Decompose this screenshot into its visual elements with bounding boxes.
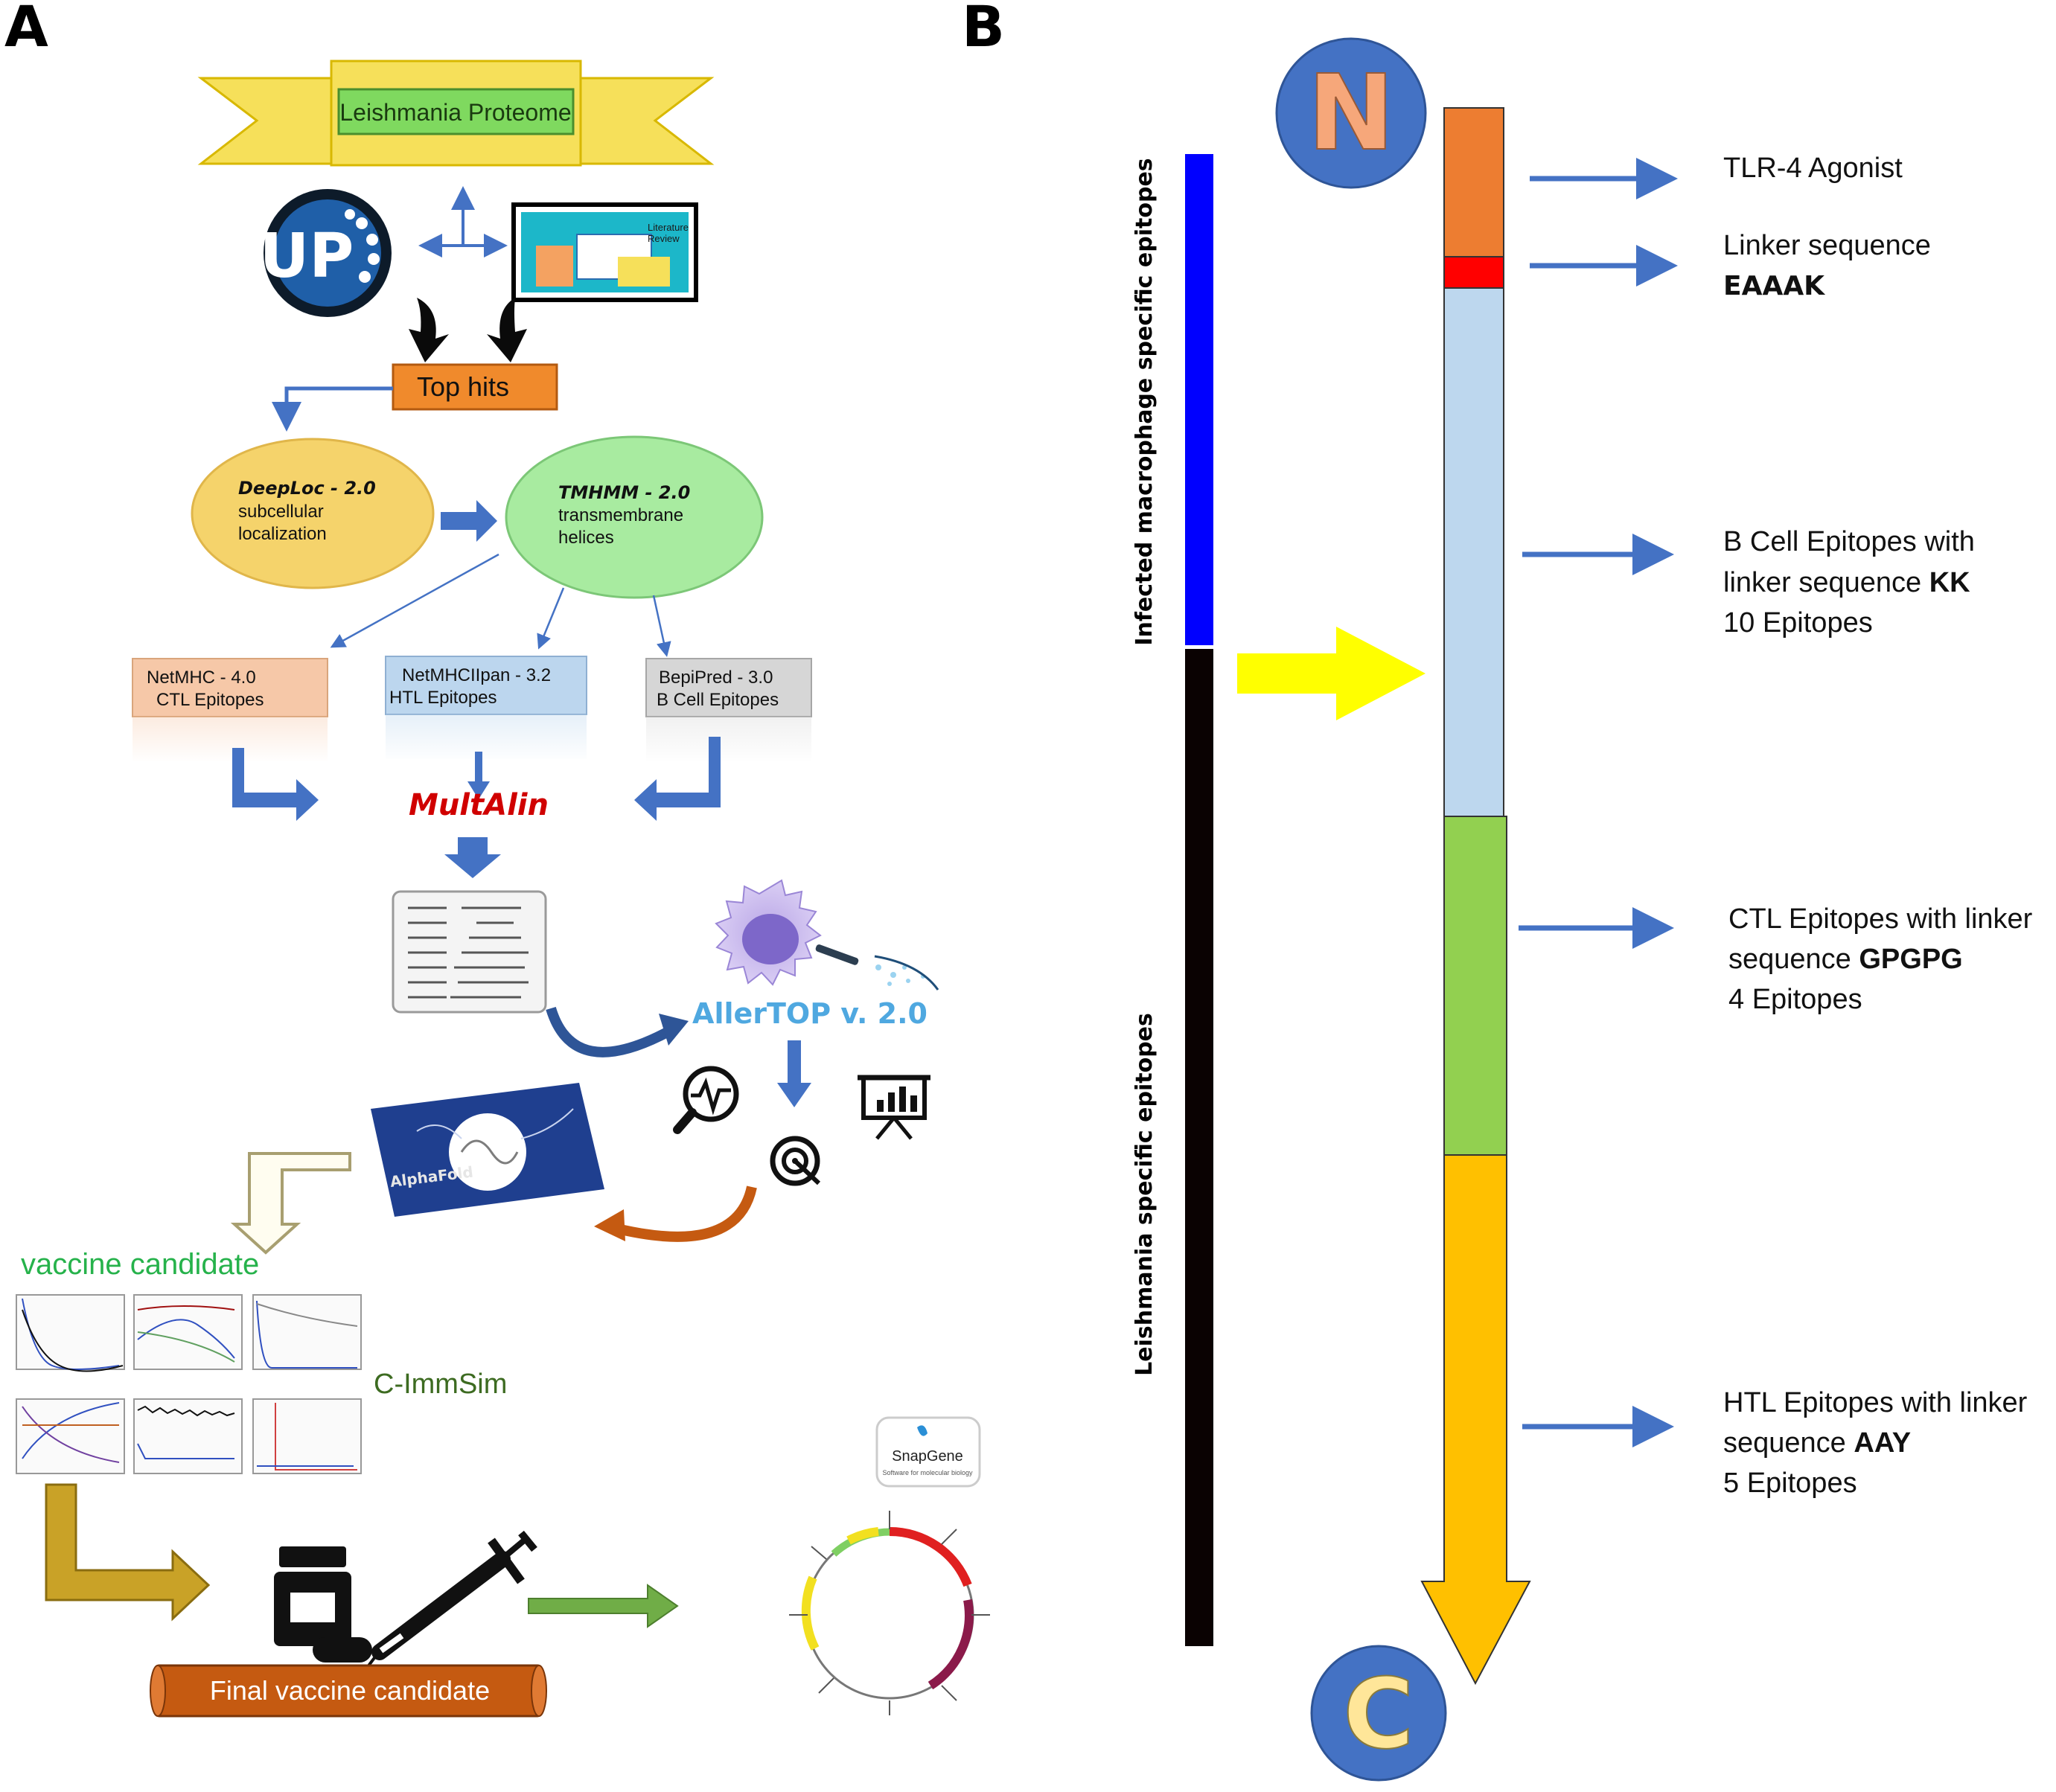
deeploc-line2: localization (238, 524, 327, 544)
netmhc-line2: CTL Epitopes (156, 690, 264, 710)
macrophage-epitope-bar (1185, 154, 1213, 645)
label-tlr4: TLR-4 Agonist (1723, 153, 1903, 184)
n-terminus-circle (1275, 37, 1427, 189)
label-bcell-line1: B Cell Epitopes with (1723, 526, 1975, 557)
n-terminus-label: N (1307, 53, 1394, 174)
multalin-label: MultAlin (409, 788, 549, 822)
final-vaccine-label: Final vaccine candidate (210, 1675, 490, 1706)
uniprot-label: UP (260, 221, 354, 292)
top-hits-label: Top hits (417, 371, 509, 402)
immune-simulation-plots (16, 1294, 362, 1474)
snapgene-label: SnapGene (892, 1448, 963, 1465)
alphafold-card: AlphaFold (371, 1083, 604, 1217)
snapgene-logo: SnapGene Software for molecular biology (875, 1416, 981, 1488)
label-ctl-linker: GPGPG (1859, 944, 1962, 975)
leishmania-side-label: Leishmania specific epitopes (1131, 1013, 1158, 1376)
label-htl-line2: sequence AAY (1723, 1427, 1911, 1459)
segment-bcell (1443, 287, 1504, 817)
deeploc-line1: subcellular (238, 502, 324, 522)
black-down-arrows (409, 298, 527, 362)
panel-a-letter: A (4, 0, 48, 60)
bepipred-line2: B Cell Epitopes (657, 690, 779, 710)
final-vaccine-banner: Final vaccine candidate (150, 1664, 547, 1718)
label-htl-linker: AAY (1854, 1427, 1911, 1459)
deeploc-ellipse (191, 438, 435, 589)
magnifier-pulse-icon (673, 1066, 739, 1134)
deeploc-name: DeepLoc - 2.0 (238, 478, 376, 499)
tmhmm-branch-arrows (330, 553, 671, 657)
label-bcell-line2-text: linker sequence (1723, 567, 1929, 598)
tmhmm-line2: helices (558, 528, 614, 548)
macrophage-icon (715, 879, 939, 991)
label-bcell-line2: linker sequence KK (1723, 567, 1970, 598)
label-bcell-line3: 10 Epitopes (1723, 607, 1873, 639)
allertop-label: AllerTOP v. 2.0 (692, 997, 928, 1030)
label-linker-line1: Linker sequence (1723, 230, 1931, 261)
literature-label-2: Review (648, 233, 680, 244)
target-icon (770, 1136, 821, 1186)
netmhcii-line2: HTL Epitopes (389, 688, 497, 708)
tmhmm-name: TMHMM - 2.0 (558, 482, 690, 503)
presentation-chart-icon (858, 1075, 930, 1140)
curve-to-allertop-head (659, 1014, 689, 1046)
vaccine-candidate-label: vaccine candidate (21, 1248, 259, 1281)
gold-arrow (45, 1483, 211, 1622)
label-arrows (1519, 158, 1678, 1447)
label-linker-line2: EAAAK (1723, 271, 1825, 301)
label-ctl-line1: CTL Epitopes with linker (1728, 903, 2033, 935)
leishmania-epitope-bar (1185, 649, 1213, 1646)
literature-review-icon: Literature Review (511, 202, 698, 302)
multalin-arrows (232, 737, 721, 821)
top-hits-box (392, 363, 558, 411)
plasmid-map (789, 1511, 990, 1715)
label-htl-line3: 5 Epitopes (1723, 1468, 1857, 1499)
deeploc-to-tmhmm-arrow (441, 500, 497, 542)
tmhmm-line1: transmembrane (558, 505, 683, 525)
label-ctl-line2: sequence GPGPG (1728, 944, 1963, 975)
syringe-icon (363, 1530, 537, 1672)
label-ctl-line2-text: sequence (1728, 944, 1859, 975)
tmhmm-ellipse (505, 435, 764, 599)
literature-label-1: Literature (648, 222, 689, 233)
panel-b-letter: B (962, 0, 1005, 60)
allertop-down-arrow (777, 1040, 811, 1107)
alignment-document (392, 890, 547, 1014)
tophits-arrow (272, 386, 393, 432)
yellow-arrow (1237, 627, 1426, 720)
label-bcell-linker: KK (1929, 567, 1970, 598)
curve-to-allertop (546, 1006, 673, 1057)
c-terminus-label: C (1343, 1657, 1414, 1770)
beige-down-arrow (230, 1152, 351, 1255)
bepipred-line1: BepiPred - 3.0 (659, 668, 773, 688)
label-htl-line2-text: sequence (1723, 1427, 1854, 1459)
multalin-down-arrow (444, 837, 501, 878)
segment-linker-eaaak (1443, 256, 1504, 289)
cimmsim-label: C-ImmSim (374, 1369, 507, 1400)
netmhc-line1: NetMHC - 4.0 (147, 668, 256, 688)
label-htl-line1: HTL Epitopes with linker (1723, 1387, 2028, 1418)
green-arrow (528, 1584, 679, 1628)
label-ctl-line3: 4 Epitopes (1728, 984, 1862, 1015)
orange-curve-arrow-head (594, 1209, 625, 1241)
proteome-banner: Leishmania Proteome (197, 60, 715, 167)
orange-curve-arrow (613, 1185, 757, 1242)
cross-arrows (418, 186, 508, 257)
proteome-label: Leishmania Proteome (339, 99, 571, 126)
segment-ctl (1443, 816, 1507, 1156)
snapgene-subtitle: Software for molecular biology (882, 1469, 973, 1476)
uniprot-logo: UP (260, 189, 392, 317)
segment-tlr4 (1443, 107, 1504, 257)
medicine-bottle-icon (274, 1546, 372, 1663)
c-terminus-circle (1310, 1645, 1447, 1782)
netmhcii-line1: NetMHCIIpan - 3.2 (402, 665, 551, 685)
segment-htl (1420, 1154, 1531, 1686)
macrophage-side-label: Infected macrophage specific epitopes (1131, 158, 1158, 645)
